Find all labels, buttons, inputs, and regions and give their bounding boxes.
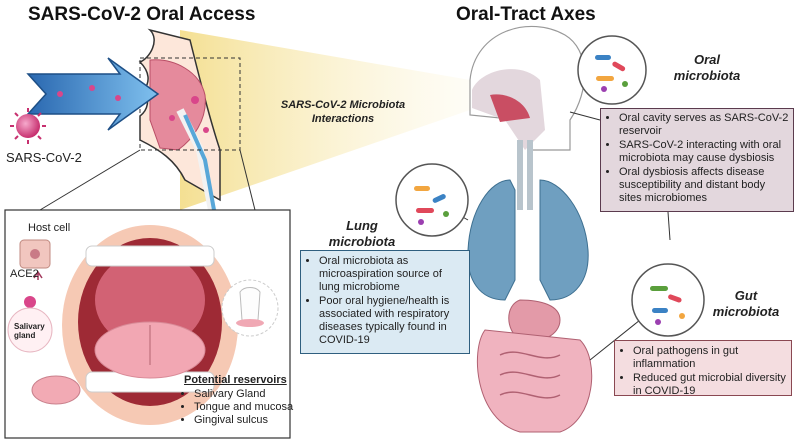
gut-axis-box: Oral pathogens in gut inflammation Reduc… bbox=[614, 340, 792, 398]
potential-reservoirs: Potential reservoirs Salivary Gland Tong… bbox=[184, 374, 293, 427]
gut-box-item: Reduced gut microbial diversity in COVID… bbox=[633, 372, 787, 398]
open-mouth-illustration bbox=[62, 225, 238, 425]
right-panel-title: Oral-Tract Axes bbox=[456, 4, 596, 25]
lung-microbiota-circle bbox=[395, 163, 469, 237]
trachea bbox=[517, 140, 533, 210]
gut-microbiota-label: Gut microbiota bbox=[712, 288, 780, 319]
gut-box-item: Oral pathogens in gut inflammation bbox=[633, 345, 787, 371]
lung-axis-box: Oral microbiota as microaspiration sourc… bbox=[300, 250, 470, 354]
lung-box-item: Poor oral hygiene/health is associated w… bbox=[319, 295, 465, 347]
interactions-label: SARS-CoV-2 Microbiota Interactions bbox=[280, 99, 406, 125]
salivary-gland-label: Salivary gland bbox=[14, 322, 45, 340]
reservoir-item: Gingival sulcus bbox=[194, 414, 293, 427]
virus-icon bbox=[10, 108, 46, 144]
oral-box-item: SARS-CoV-2 interacting with oral microbi… bbox=[619, 139, 789, 165]
host-cell-label: Host cell bbox=[28, 222, 71, 234]
virus-label: SARS-CoV-2 bbox=[6, 150, 82, 165]
ace2-label: ACE2 bbox=[10, 268, 39, 280]
salivary-gland-icon bbox=[31, 375, 81, 405]
left-panel-title: SARS-CoV-2 Oral Access bbox=[28, 4, 256, 25]
oral-microbiota-label: Oral microbiota bbox=[673, 52, 741, 83]
oral-axis-box: Oral cavity serves as SARS-CoV-2 reservo… bbox=[600, 108, 794, 212]
lung-box-item: Oral microbiota as microaspiration sourc… bbox=[319, 255, 465, 294]
oral-box-item: Oral dysbiosis affects disease susceptib… bbox=[619, 166, 789, 205]
reservoirs-heading: Potential reservoirs bbox=[184, 374, 287, 386]
virus-arrow bbox=[26, 57, 160, 131]
oral-microbiota-circle bbox=[577, 35, 647, 105]
gut-microbiota-circle bbox=[631, 263, 705, 337]
lung-microbiota-label: Lung microbiota bbox=[328, 218, 396, 249]
interaction-beam bbox=[180, 30, 470, 210]
reservoir-item: Tongue and mucosa bbox=[194, 401, 293, 414]
intestines bbox=[476, 329, 593, 433]
body-silhouette bbox=[469, 25, 586, 151]
head-profile bbox=[138, 28, 222, 241]
ace2-receptor-icon bbox=[33, 270, 43, 280]
oral-box-item: Oral cavity serves as SARS-CoV-2 reservo… bbox=[619, 112, 789, 138]
reservoir-item: Salivary Gland bbox=[194, 388, 293, 401]
